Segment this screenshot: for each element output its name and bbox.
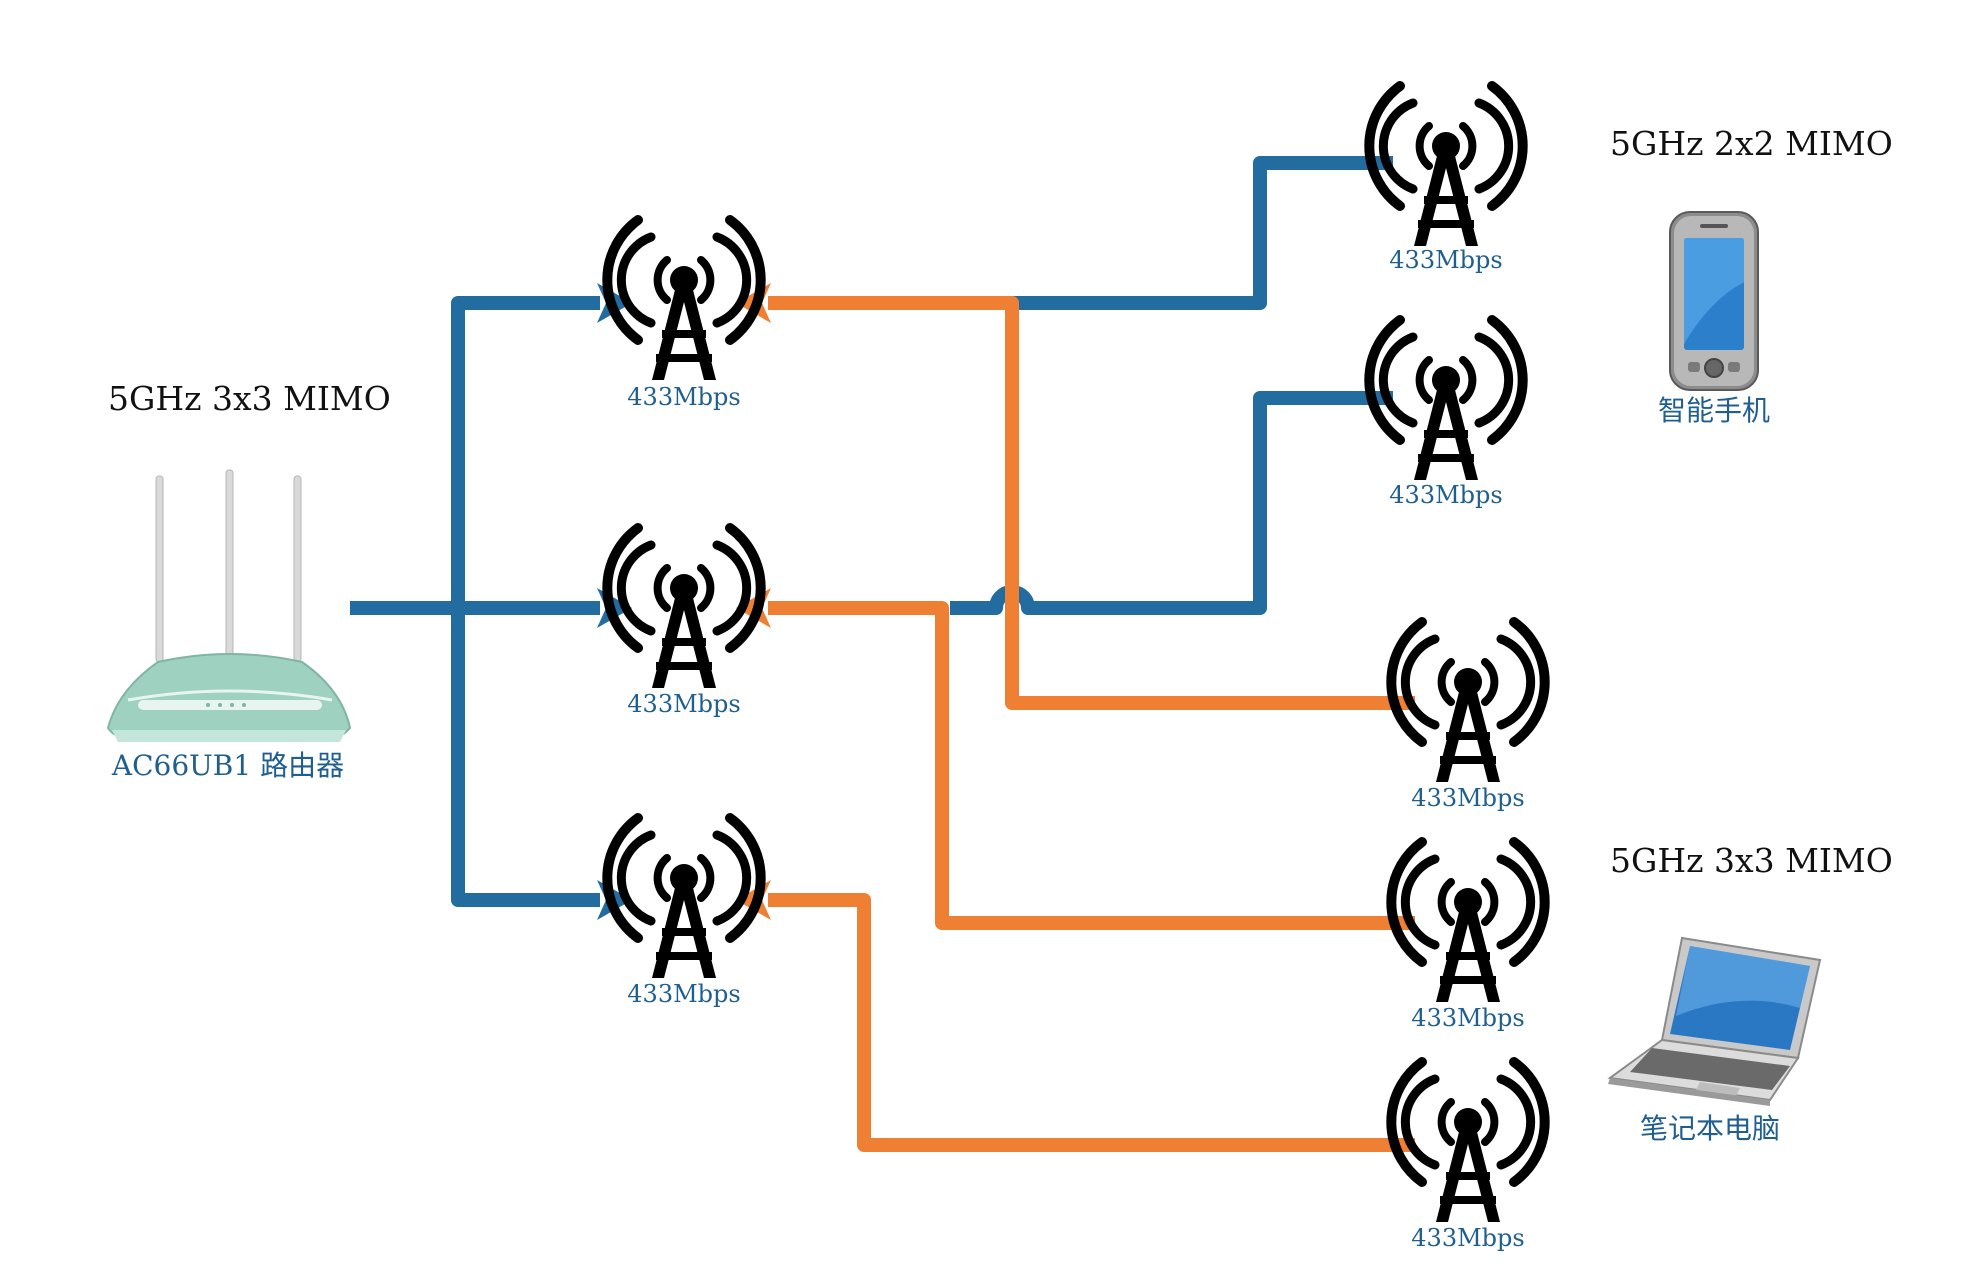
link-l3-to-r3 bbox=[768, 893, 1415, 1152]
router-group: 5GHz 3x3 MIMO AC66UB1 路由器 bbox=[106, 379, 391, 782]
link-l1-to-r1 bbox=[768, 296, 1415, 710]
laptop-group: 5GHz 3x3 MIMO 笔记本电脑 bbox=[1607, 841, 1893, 1145]
phone-label: 智能手机 bbox=[1658, 394, 1770, 427]
phone-antenna-p2: 433Mbps bbox=[1369, 320, 1522, 509]
antenna-tower-icon bbox=[1391, 622, 1544, 782]
laptop-spec: 5GHz 3x3 MIMO bbox=[1610, 841, 1893, 880]
antenna-tower-icon bbox=[607, 818, 760, 978]
antenna-tower-icon bbox=[607, 220, 760, 380]
phone-group: 5GHz 2x2 MIMO 智能手机 bbox=[1610, 124, 1893, 427]
link-p1-to-r1 bbox=[1010, 156, 1393, 310]
laptop-icon bbox=[1607, 936, 1822, 1106]
router-label: AC66UB1 路由器 bbox=[111, 749, 344, 782]
router-antenna-r2-rate: 433Mbps bbox=[627, 690, 740, 718]
antenna-tower-icon bbox=[607, 528, 760, 688]
phone-spec: 5GHz 2x2 MIMO bbox=[1610, 124, 1893, 163]
router-spec: 5GHz 3x3 MIMO bbox=[108, 379, 391, 418]
link-l2-to-r2 bbox=[768, 601, 1415, 930]
router-antenna-r3-rate: 433Mbps bbox=[627, 980, 740, 1008]
router-icon bbox=[106, 469, 352, 742]
phone-antenna-p1: 433Mbps bbox=[1369, 86, 1522, 274]
smartphone-icon bbox=[1669, 211, 1759, 391]
phone-antenna-p1-rate: 433Mbps bbox=[1389, 246, 1502, 274]
antenna-tower-icon bbox=[1391, 1062, 1544, 1222]
laptop-antenna-l3-rate: 433Mbps bbox=[1411, 1224, 1524, 1252]
link-router-to-r3 bbox=[451, 608, 600, 907]
antenna-tower-icon bbox=[1391, 842, 1544, 1002]
laptop-antenna-l3: 433Mbps bbox=[1391, 1062, 1544, 1252]
laptop-antenna-l2: 433Mbps bbox=[1391, 842, 1544, 1032]
laptop-antenna-l1-rate: 433Mbps bbox=[1411, 784, 1524, 812]
router-antenna-r1: 433Mbps bbox=[607, 220, 760, 411]
link-router-to-r1 bbox=[451, 296, 600, 608]
antenna-tower-icon bbox=[1369, 320, 1522, 480]
phone-antenna-p2-rate: 433Mbps bbox=[1389, 481, 1502, 509]
laptop-antenna-l1: 433Mbps bbox=[1391, 622, 1544, 812]
router-antenna-r2: 433Mbps bbox=[607, 528, 760, 718]
router-antenna-r1-rate: 433Mbps bbox=[627, 383, 740, 411]
laptop-antenna-l2-rate: 433Mbps bbox=[1411, 1004, 1524, 1032]
router-antenna-r3: 433Mbps bbox=[607, 818, 760, 1008]
laptop-label: 笔记本电脑 bbox=[1640, 1112, 1780, 1145]
link-layer bbox=[350, 156, 1415, 1152]
antenna-tower-icon bbox=[1369, 86, 1522, 246]
